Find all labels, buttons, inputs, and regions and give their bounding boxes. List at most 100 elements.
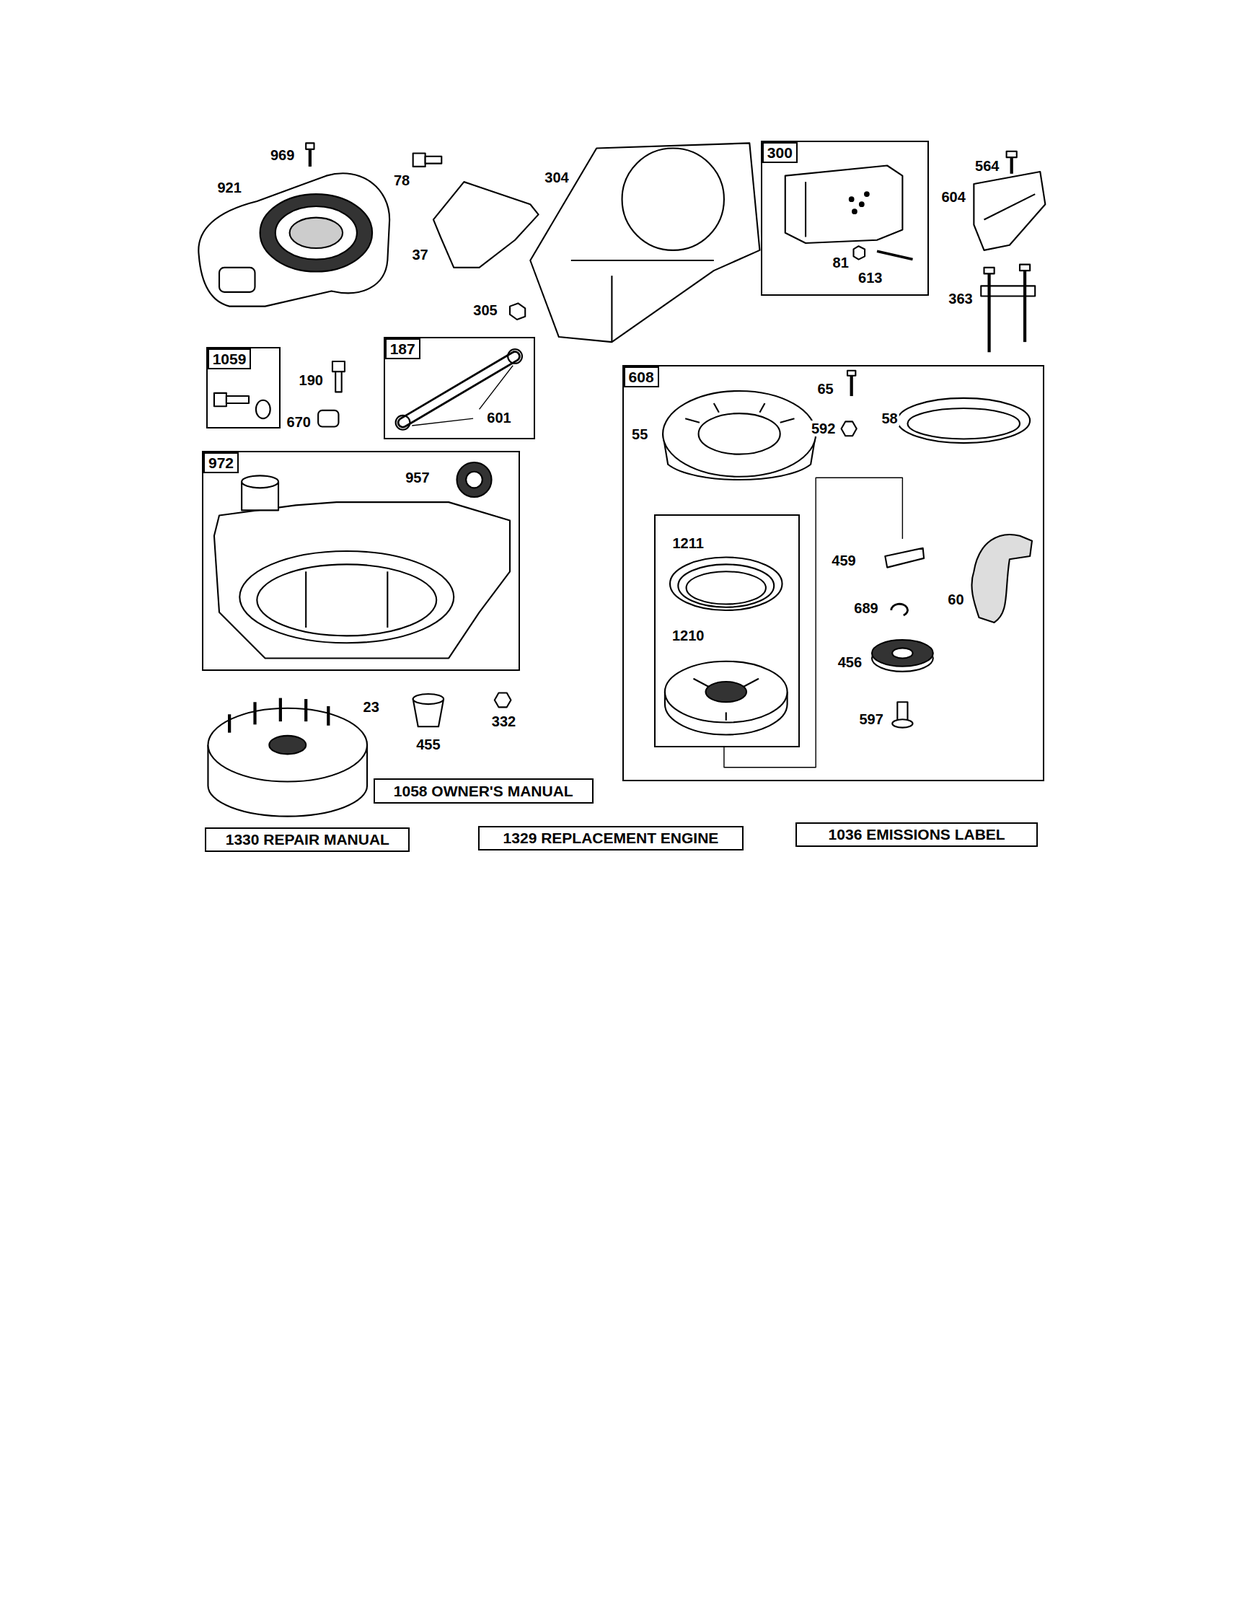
- fuel-tank: [214, 501, 510, 658]
- hose-clamp: [507, 349, 523, 364]
- housing-edge: [571, 259, 714, 262]
- callout-number: 1210: [670, 627, 707, 644]
- starter-handle: [971, 534, 1033, 623]
- bolt-thread: [425, 156, 443, 164]
- document-title: 1058 OWNER'S MANUAL: [393, 782, 574, 800]
- muffler-bolt: [853, 245, 866, 259]
- rewind-spring: [686, 571, 766, 604]
- callout-number: 65: [815, 380, 835, 397]
- callout-number: 689: [852, 600, 880, 616]
- muffler-hole: [849, 196, 854, 202]
- screw-head: [332, 361, 345, 372]
- blower-housing: [530, 142, 760, 342]
- retainer-ring: [891, 603, 908, 616]
- kit-number: 300: [762, 142, 798, 163]
- document-box: 1058 OWNER'S MANUAL: [373, 778, 594, 804]
- bracket-stud: [987, 270, 991, 352]
- kit-box: 30081613: [760, 140, 929, 296]
- guard-edge: [984, 193, 1036, 220]
- flywheel-fin: [326, 706, 330, 726]
- callout-number: 613: [856, 269, 884, 286]
- muffler-hole: [864, 191, 870, 197]
- callout-number: 23: [362, 698, 381, 715]
- bolt-head: [413, 153, 426, 167]
- callout-number: 597: [857, 711, 885, 727]
- flywheel-fin: [304, 698, 308, 722]
- starter-cup-rim: [413, 693, 444, 704]
- kit-number: 1059: [207, 348, 252, 370]
- pawl: [884, 548, 924, 568]
- cover-grill: [260, 193, 373, 272]
- housing-slot: [685, 418, 700, 423]
- callout-number: 1211: [670, 535, 705, 551]
- fuel-cap: [456, 462, 492, 497]
- kit-number: 972: [203, 452, 239, 474]
- muffler: [785, 165, 903, 243]
- nut: [841, 421, 857, 436]
- housing-slot: [713, 403, 720, 413]
- callout-number: 332: [490, 713, 518, 730]
- bolt: [509, 302, 526, 320]
- callout-number: 921: [215, 179, 243, 196]
- screw-shank: [1010, 157, 1014, 174]
- housing-edge: [610, 275, 613, 342]
- starter-rope: [897, 398, 1030, 443]
- screw-shank: [308, 149, 312, 167]
- callout-number: 55: [630, 426, 650, 443]
- callout-number: 304: [543, 169, 570, 186]
- callout-number: 455: [414, 736, 442, 753]
- tank-ring: [239, 550, 454, 643]
- callout-number: 969: [269, 147, 296, 163]
- muffler-rod: [876, 250, 913, 259]
- kit-box: 972 957: [201, 450, 520, 671]
- muffler-hole: [859, 201, 864, 207]
- starter-housing: [662, 390, 816, 477]
- callout-number: 564: [973, 157, 1001, 174]
- pulley: [664, 661, 788, 723]
- callout-number: 456: [836, 654, 864, 670]
- tank-cap: [241, 475, 279, 488]
- document-box: 1036 EMISSIONS LABEL: [795, 822, 1039, 847]
- housing-opening: [622, 147, 725, 250]
- kit-box: 187601: [383, 336, 536, 440]
- screw-shank: [897, 701, 908, 720]
- air-guide-bracket: [433, 181, 539, 268]
- ratchet: [871, 639, 934, 667]
- flywheel-top: [207, 708, 368, 782]
- cover-grill-center: [275, 206, 357, 260]
- leader-line: [411, 418, 474, 426]
- document-box: 1330 REPAIR MANUAL: [204, 827, 410, 852]
- callout-number: 592: [809, 420, 837, 437]
- housing-slot: [759, 403, 765, 413]
- document-title: 1330 REPAIR MANUAL: [225, 830, 390, 848]
- document-box: 1329 REPLACEMENT ENGINE: [478, 825, 744, 851]
- flywheel-fin: [279, 698, 282, 722]
- leader-bracket: [724, 477, 903, 768]
- callout-number: 957: [403, 469, 431, 486]
- document-title: 1036 EMISSIONS LABEL: [828, 825, 1006, 843]
- screw-head: [847, 370, 856, 376]
- housing-slot: [780, 418, 795, 423]
- kit-box: 6086559258554596068945659712111210: [622, 364, 1045, 782]
- starter-housing-center: [698, 413, 781, 455]
- pulley-hub: [705, 681, 747, 702]
- kit-number: 187: [385, 338, 421, 360]
- screw-thread: [226, 395, 249, 404]
- rewind-spring: [677, 563, 774, 607]
- flywheel-hub: [269, 735, 306, 754]
- bushing: [318, 410, 339, 427]
- callout-number: 190: [297, 372, 325, 388]
- tank-ring-inner: [256, 563, 437, 636]
- screw-head: [892, 719, 913, 727]
- callout-number: 58: [879, 410, 899, 427]
- starter-rope: [907, 408, 1020, 439]
- cover-opening: [219, 267, 255, 293]
- stud-head: [1019, 264, 1030, 271]
- tank-rib: [386, 571, 388, 628]
- sub-kit-box: 1211 1210: [654, 514, 800, 747]
- flywheel-fin: [227, 713, 231, 733]
- muffler-edge: [804, 181, 807, 237]
